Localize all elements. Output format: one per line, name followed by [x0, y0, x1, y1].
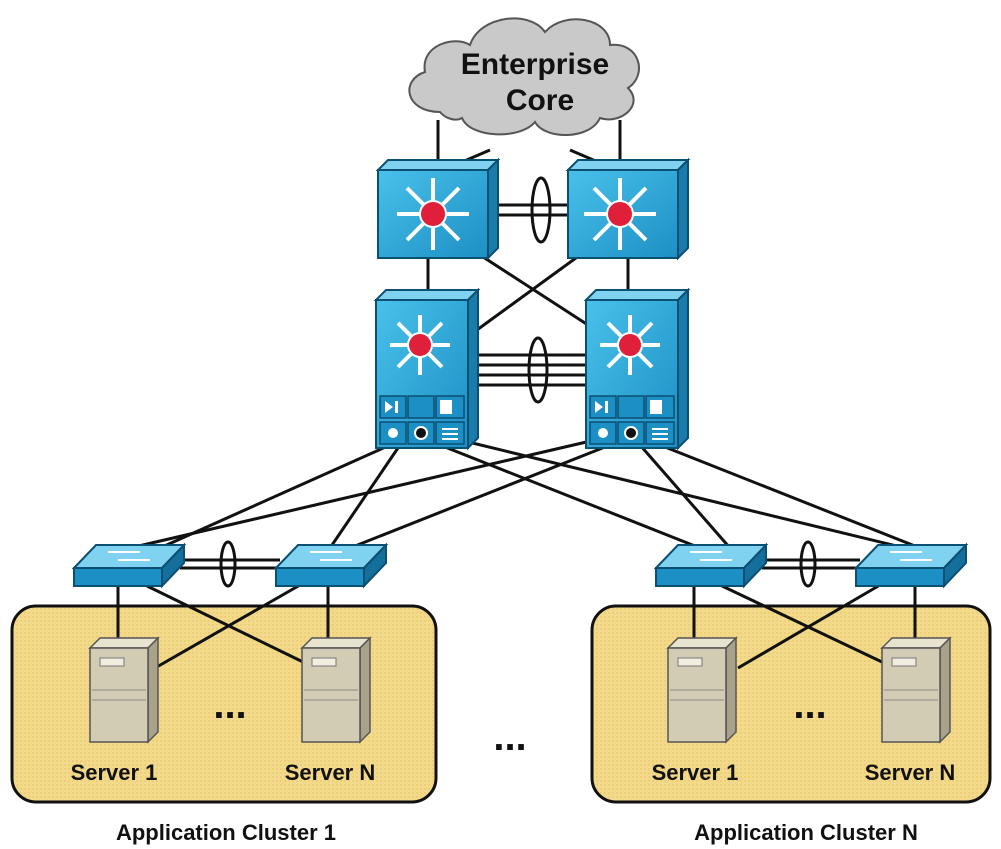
access-switch-1a	[71, 542, 187, 589]
workgroup-switch-icon	[853, 542, 969, 589]
cloud-title-line2: Core	[506, 84, 574, 117]
port-channel-ellipse-icon	[799, 540, 817, 588]
cluster-1-server-ellipsis: ...	[213, 683, 246, 727]
port-channel-ellipse-icon	[530, 176, 552, 244]
core-switch-right	[565, 157, 691, 261]
aggregation-switch-right	[583, 287, 691, 451]
workgroup-switch-icon	[71, 542, 187, 589]
port-channel-ellipse-icon	[219, 540, 237, 588]
workgroup-switch-icon	[273, 542, 389, 589]
server-tower-icon	[666, 636, 738, 744]
services-chassis-switch-icon	[600, 315, 660, 375]
services-chassis-switch-icon	[390, 315, 450, 375]
cluster-1-label: Application Cluster 1	[116, 820, 336, 845]
core-switch-left	[375, 157, 501, 261]
layer3-switch-icon	[584, 178, 656, 250]
workgroup-switch-icon	[653, 542, 769, 589]
cluster-n-server-1-label: Server 1	[652, 760, 739, 785]
cluster-n-server-n-label: Server N	[865, 760, 956, 785]
access-switch-nb	[853, 542, 969, 589]
cloud-title-line1: Enterprise	[461, 48, 609, 81]
network-links	[116, 120, 921, 670]
access-switch-1b	[273, 542, 389, 589]
access-switch-na	[653, 542, 769, 589]
server-tower-icon	[88, 636, 160, 744]
layer3-switch-icon	[397, 178, 469, 250]
cluster-n-label: Application Cluster N	[694, 820, 918, 845]
cluster-n-server-ellipsis: ...	[793, 683, 826, 727]
port-channel-ellipse-icon	[527, 336, 549, 404]
between-clusters-ellipsis: ...	[493, 715, 526, 759]
server-tower-icon	[880, 636, 952, 744]
server-tower-icon	[300, 636, 372, 744]
cluster-1-server-n-label: Server N	[285, 760, 376, 785]
aggregation-switch-left	[373, 287, 481, 451]
enterprise-core-cloud: Enterprise Core	[408, 17, 640, 136]
cluster-1-server-1-label: Server 1	[71, 760, 158, 785]
